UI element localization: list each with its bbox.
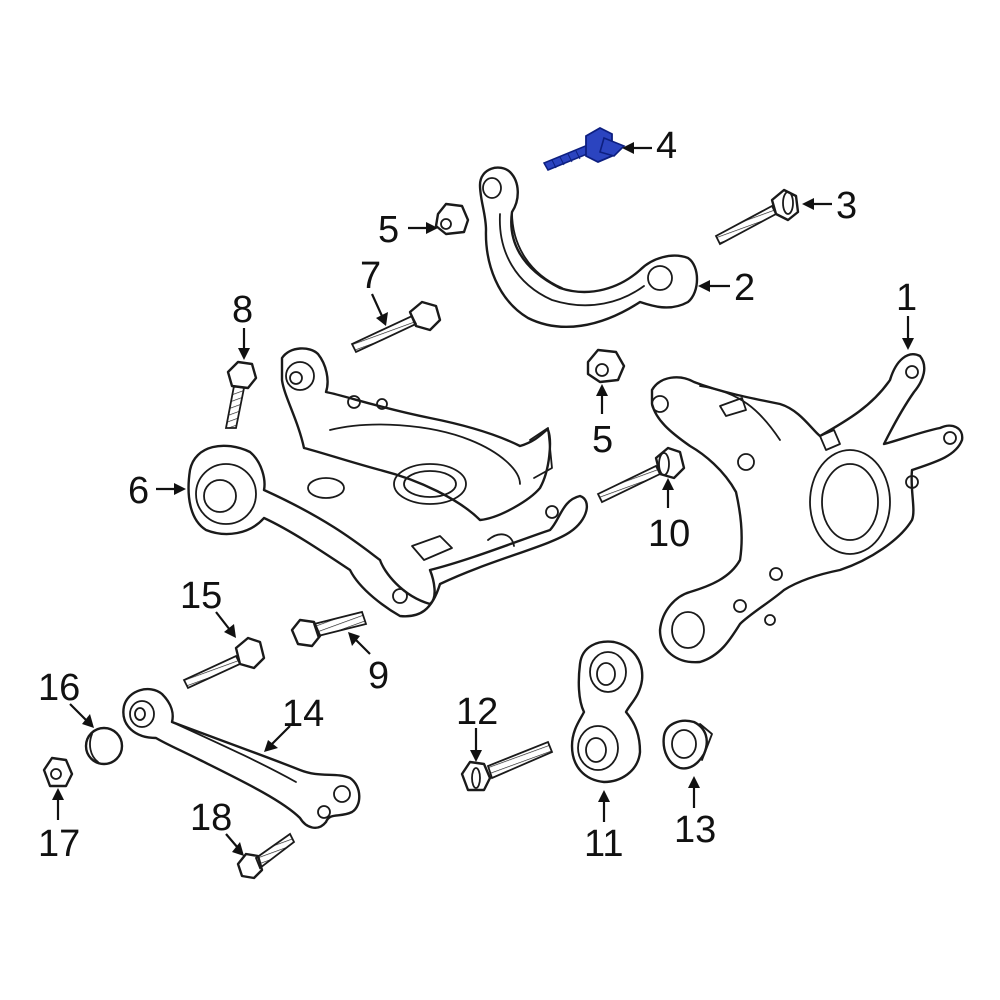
callout-numbers: 4 3 5 2 1 7 8 5 6 10 15 9 16 14 12 17 11… xyxy=(38,125,917,865)
callout-number-8: 8 xyxy=(232,289,253,331)
bolt-15[interactable] xyxy=(182,636,266,690)
bushing-13[interactable] xyxy=(662,719,713,770)
bolt-12[interactable] xyxy=(460,740,554,792)
bolt-7[interactable] xyxy=(350,300,442,354)
bushing-16[interactable] xyxy=(84,726,124,766)
callout-number-2: 2 xyxy=(734,267,755,309)
callout-number-5-upper: 5 xyxy=(378,209,399,251)
flange-nut-middle[interactable] xyxy=(586,348,626,384)
callout-number-6: 6 xyxy=(128,470,149,512)
callout-number-16: 16 xyxy=(38,667,80,709)
callout-number-11: 11 xyxy=(584,823,623,865)
callout-number-15: 15 xyxy=(180,575,222,617)
callout-number-5-middle: 5 xyxy=(592,419,613,461)
toe-link-11[interactable] xyxy=(570,640,644,784)
long-bolt-3[interactable] xyxy=(714,188,800,246)
upper-control-arm[interactable] xyxy=(478,166,699,328)
bolt-10[interactable] xyxy=(596,446,686,504)
bolt-8[interactable] xyxy=(224,360,258,429)
callout-number-4: 4 xyxy=(656,125,677,167)
callout-number-17: 17 xyxy=(38,823,80,865)
callout-number-9: 9 xyxy=(368,655,389,697)
callout-number-18: 18 xyxy=(190,797,232,839)
callout-number-3: 3 xyxy=(836,185,857,227)
callout-number-14: 14 xyxy=(282,693,324,735)
rear-subframe[interactable] xyxy=(187,347,589,618)
callout-number-13: 13 xyxy=(674,809,716,851)
callout-number-10: 10 xyxy=(648,513,690,555)
bolt-9[interactable] xyxy=(290,610,368,648)
callout-number-1: 1 xyxy=(896,277,917,319)
rear-knuckle[interactable] xyxy=(650,353,964,664)
bolt-18[interactable] xyxy=(236,832,296,880)
callout-number-7: 7 xyxy=(360,255,381,297)
callout-number-12: 12 xyxy=(456,691,498,733)
flange-nut-17[interactable] xyxy=(42,756,74,788)
callout-arrows xyxy=(52,142,914,856)
lateral-link-14[interactable] xyxy=(122,687,361,829)
highlighted-camber-bolt[interactable] xyxy=(542,126,626,171)
flange-nut-upper[interactable] xyxy=(434,202,470,236)
